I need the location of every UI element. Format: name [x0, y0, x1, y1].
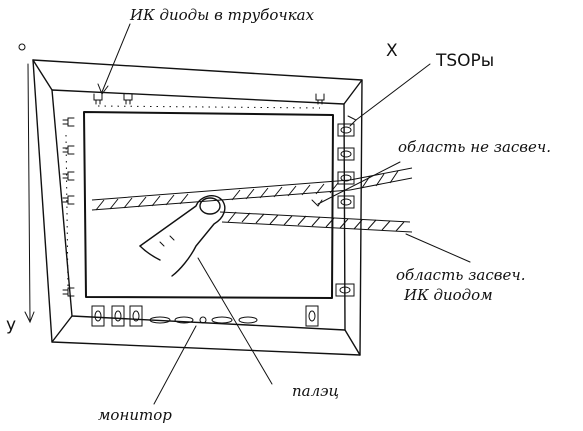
monitor-screen — [83, 111, 334, 299]
label-finger: палэц — [292, 382, 339, 400]
ir-diode-icon — [315, 93, 325, 105]
ir-diodes-top — [93, 93, 325, 105]
label-tsops: TSOPы — [435, 51, 494, 71]
leader-lines — [97, 23, 471, 405]
unlit-band-extension — [349, 167, 413, 191]
origin-marker — [18, 43, 26, 51]
ir-diodes-left — [62, 117, 75, 297]
tsop-sensors-right — [335, 123, 355, 297]
finger-icon — [139, 195, 226, 277]
x-axis-label: X — [386, 41, 398, 61]
label-ir-diodes-in-tubes: ИК диоды в трубочках — [129, 6, 315, 24]
label-monitor: монитор — [98, 406, 172, 424]
label-lit-area-line2: ИК диодом — [403, 286, 493, 304]
tsop-sensor-icon — [337, 195, 355, 209]
monitor-buttons — [149, 316, 258, 324]
ir-diode-icon — [62, 171, 75, 181]
tsop-sensor-icon — [337, 147, 355, 161]
tsop-sensors-bottom — [91, 305, 319, 327]
lit-band-lower — [219, 211, 413, 233]
ir-diode-icon — [62, 117, 75, 127]
tsop-sensor-icon — [111, 305, 125, 327]
y-axis-label: y — [6, 315, 16, 335]
axes: X y — [6, 41, 398, 335]
ir-diode-icon — [123, 93, 133, 105]
tsop-sensor-icon — [337, 123, 355, 137]
tsop-sensor-icon — [335, 283, 355, 297]
tsop-sensor-icon — [305, 305, 319, 327]
tsop-sensor-icon — [129, 305, 143, 327]
top-dotted-guide — [97, 105, 321, 109]
ir-diode-icon — [62, 287, 75, 297]
label-unlit-area: область не засвеч. — [398, 138, 551, 156]
tsop-sensor-icon — [91, 305, 105, 327]
ir-diode-icon — [62, 145, 75, 155]
ir-diode-icon — [62, 195, 75, 205]
tsop-sensor-icon — [337, 171, 355, 185]
outer-frame — [32, 59, 363, 356]
ir-diode-icon — [93, 93, 103, 105]
label-lit-area-line1: область засвеч. — [396, 266, 525, 284]
lit-band-upper — [91, 179, 351, 211]
